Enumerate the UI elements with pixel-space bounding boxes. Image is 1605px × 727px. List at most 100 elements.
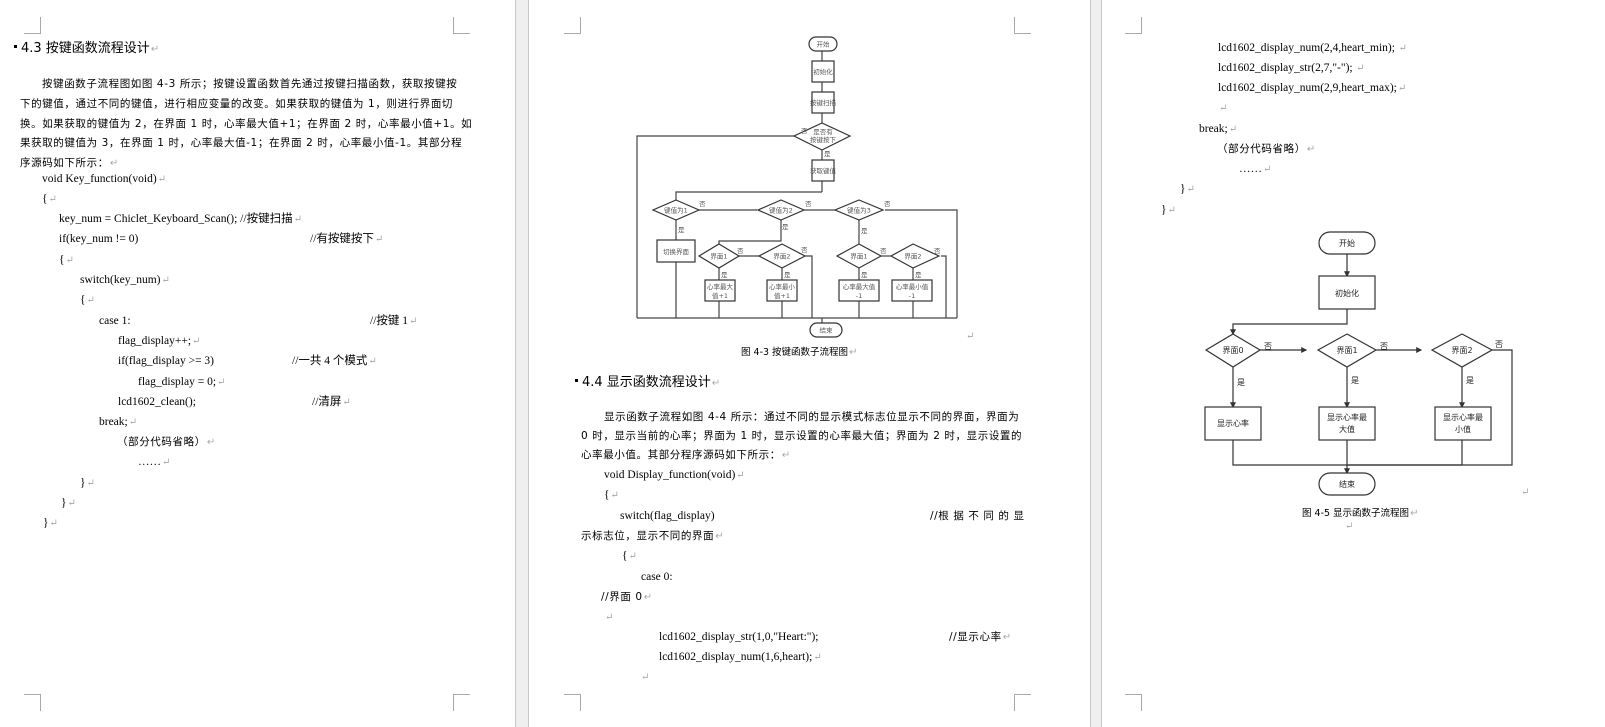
svg-text:大值: 大值: [1339, 424, 1355, 434]
svg-text:显示心率最: 显示心率最: [1443, 412, 1483, 422]
svg-text:键值为2: 键值为2: [769, 206, 793, 215]
code-line: ……↵: [1239, 163, 1272, 175]
paragraph-line: 0 时，显示当前的心率；界面为 1 时，显示设置的心率最大值；界面为 2 时，显…: [581, 430, 1023, 442]
svg-text:结束: 结束: [1339, 479, 1355, 489]
svg-text:界面1: 界面1: [1336, 346, 1357, 355]
code-line: flag_display = 0;↵: [138, 376, 226, 388]
code-line: {↵: [604, 489, 619, 501]
svg-text:否: 否: [880, 247, 887, 255]
svg-text:否: 否: [1495, 340, 1503, 349]
paragraph-line: 显示函数子流程如图 4-4 所示：通过不同的显示模式标志位显示不同的界面，界面为: [604, 411, 1020, 423]
svg-text:初始化: 初始化: [813, 67, 833, 76]
svg-text:否: 否: [884, 200, 891, 208]
document-page-1: 4.3 按键函数流程设计↵ 按键函数子流程图如图 4-3 所示；按键设置函数首先…: [0, 0, 515, 727]
code-line: if(key_num != 0): [59, 233, 139, 245]
svg-text:是: 是: [1466, 376, 1474, 385]
section-heading: 4.4 显示函数流程设计↵: [575, 376, 720, 391]
svg-text:获取键值: 获取键值: [810, 166, 837, 175]
page-corner-mark: [1125, 17, 1142, 34]
svg-text:是否有: 是否有: [813, 127, 833, 136]
svg-text:-1: -1: [856, 292, 862, 300]
page-corner-mark: [1014, 17, 1031, 34]
page-corner-mark: [453, 694, 470, 711]
paragraph-mark: ↵: [1521, 487, 1530, 498]
page-gap: [515, 0, 529, 727]
svg-text:是: 是: [782, 223, 789, 231]
svg-text:界面1: 界面1: [710, 253, 727, 261]
code-comment: //一共 4 个模式↵: [292, 355, 377, 367]
code-line: void Display_function(void)↵: [604, 469, 745, 481]
svg-text:键值为1: 键值为1: [664, 206, 688, 215]
code-line: }↵: [80, 477, 95, 489]
code-line: void Key_function(void)↵: [42, 173, 167, 185]
code-line: break;↵: [99, 416, 138, 428]
svg-text:是: 是: [861, 227, 868, 235]
paragraph-line: 换。如果获取的键值为 2，在界面 1 时，心率最大值+1；在界面 2 时，心率最…: [20, 118, 473, 130]
svg-text:显示心率: 显示心率: [1217, 418, 1249, 428]
code-line: ↵: [605, 612, 614, 623]
paragraph-mark: ↵: [966, 331, 975, 342]
svg-text:界面2: 界面2: [773, 253, 790, 261]
code-line: lcd1602_display_str(2,7,"-"); ↵: [1218, 62, 1365, 74]
paragraph-line: 按键函数子流程图如图 4-3 所示；按键设置函数首先通过按键扫描函数，获取按键按: [42, 78, 458, 90]
paragraph-line: 序源码如下所示：↵: [20, 157, 119, 169]
svg-text:是: 是: [1237, 378, 1245, 387]
page-corner-mark: [1125, 694, 1142, 711]
code-line: {↵: [42, 193, 57, 205]
svg-text:否: 否: [699, 200, 706, 208]
page-corner-mark: [453, 17, 470, 34]
svg-text:否: 否: [801, 246, 808, 254]
code-line: lcd1602_clean();: [118, 396, 196, 408]
code-line: lcd1602_display_num(1,6,heart);↵: [659, 651, 822, 663]
code-line: ↵: [641, 672, 650, 683]
code-line: flag_display++;↵: [118, 335, 201, 347]
code-line: //界面 0↵: [601, 591, 653, 603]
svg-text:否: 否: [1264, 342, 1272, 351]
code-line: {↵: [80, 294, 95, 306]
document-page-3: lcd1602_display_num(2,4,heart_min); ↵ lc…: [1102, 0, 1605, 727]
paragraph-line: 下的键值，通过不同的键值，进行相应变量的改变。如果获取的键值为 1，则进行界面切: [20, 98, 454, 110]
paragraph-mark: ↵: [1345, 521, 1354, 532]
svg-text:界面1: 界面1: [850, 253, 867, 261]
svg-text:心率最小值: 心率最小值: [896, 282, 929, 291]
svg-text:结束: 结束: [820, 326, 834, 335]
code-comment: //有按键按下↵: [310, 233, 384, 245]
code-line: }↵: [61, 497, 76, 509]
svg-text:否: 否: [737, 247, 744, 255]
code-line: lcd1602_display_num(2,4,heart_min); ↵: [1218, 42, 1407, 54]
svg-text:否: 否: [1380, 342, 1388, 351]
svg-text:键值为3: 键值为3: [847, 206, 871, 215]
code-line: key_num = Chiclet_Keyboard_Scan(); //按键扫…: [59, 213, 302, 225]
code-line: }↵: [1161, 204, 1176, 216]
svg-text:是: 是: [824, 150, 831, 158]
svg-text:是: 是: [1351, 376, 1359, 385]
svg-text:心率最大: 心率最大: [707, 282, 734, 291]
code-comment: //清屏↵: [312, 396, 351, 408]
code-line: {↵: [59, 254, 74, 266]
code-line: break;↵: [1199, 123, 1238, 135]
svg-text:否: 否: [934, 247, 941, 255]
page-corner-mark: [564, 694, 581, 711]
svg-text:开始: 开始: [1339, 238, 1355, 248]
code-line: switch(flag_display): [620, 510, 715, 522]
document-page-2: 开始 初始化 按键扫描 是否有 按键按下 获取键值 键值为1 键值为2 键值为3…: [529, 0, 1090, 727]
svg-text:界面2: 界面2: [904, 253, 921, 261]
svg-text:按键扫描: 按键扫描: [810, 98, 837, 107]
paragraph-line: 果获取的键值为 3，在界面 1 时，心率最大值-1；在界面 2 时，心率最小值-…: [20, 137, 463, 149]
svg-text:界面2: 界面2: [1451, 346, 1472, 355]
page-corner-mark: [1014, 694, 1031, 711]
code-line: {↵: [622, 550, 637, 562]
code-line: }↵: [1180, 183, 1195, 195]
code-comment: //显示心率↵: [949, 631, 1012, 643]
code-line: ……↵: [138, 456, 171, 468]
svg-text:值+1: 值+1: [712, 291, 728, 300]
svg-text:是: 是: [678, 226, 685, 234]
svg-text:心率最大值: 心率最大值: [843, 282, 876, 291]
code-line: lcd1602_display_num(2,9,heart_max);↵: [1218, 82, 1407, 94]
svg-text:初始化: 初始化: [1335, 288, 1359, 298]
page-corner-mark: [24, 17, 41, 34]
section-heading: 4.3 按键函数流程设计↵: [14, 42, 159, 57]
svg-text:是: 是: [861, 271, 868, 279]
code-line: }↵: [43, 517, 58, 529]
